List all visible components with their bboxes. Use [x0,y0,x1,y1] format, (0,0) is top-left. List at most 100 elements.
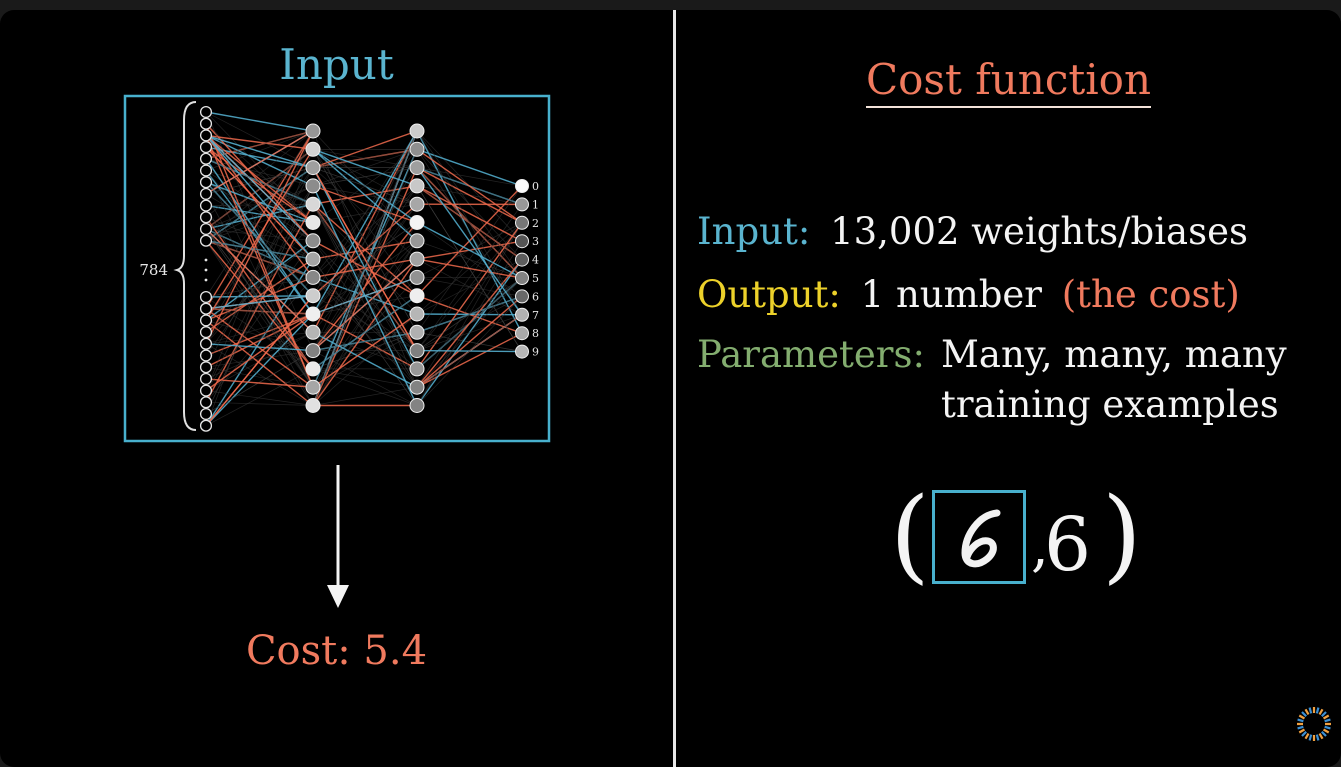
connection-edge [205,240,314,391]
input-neuron [199,372,213,385]
ellipsis-dot [204,258,208,262]
hidden-neuron-2 [409,251,425,267]
comma: , [1031,514,1049,579]
connection-edge [312,368,418,388]
connection-edge [205,295,314,427]
input-neuron [199,199,213,212]
input-value: 13,002 weights/biases [830,210,1248,253]
output-digit-label: 3 [532,235,539,248]
connection-edge [205,134,314,169]
hidden-neuron-2 [409,178,425,194]
hidden-neuron-1 [305,306,321,322]
connection-edge [312,313,418,388]
connection-edge [205,134,314,278]
connection-edge [205,181,314,296]
connection-edge [205,313,314,345]
spinner-tick [1315,707,1320,714]
output-neuron [515,197,529,212]
connection-edge [205,366,314,388]
hidden-neuron-2 [409,123,425,139]
parameters-row: Parameters: Many, many, many [697,333,1287,376]
connection-edge [205,167,314,195]
output-note: (the cost) [1061,273,1240,316]
spinner-tick [1297,718,1304,723]
input-neuron [199,234,213,247]
input-neuron [199,105,213,119]
connection-edge [416,258,523,279]
connection-edge [205,203,314,242]
spinner-tick [1324,725,1331,730]
connection-edge [416,221,523,279]
connection-edge [205,313,314,368]
connection-edge [312,258,418,352]
connection-edge [416,185,523,242]
output-neuron [515,252,529,267]
connection-edge [312,295,418,351]
output-digit-label: 7 [532,309,539,322]
output-neuron [515,326,529,341]
connection-edge [416,314,523,388]
connection-edge [312,185,418,224]
output-neuron [515,215,529,230]
hidden-neuron-2 [409,306,425,322]
input-layer-size-label: 784 [139,261,168,279]
hidden-neuron-1 [305,215,321,230]
connection-edge [205,130,314,345]
connection-edge [205,390,314,406]
input-title: Input [279,40,394,89]
output-neuron [515,344,529,359]
connection-edge [312,185,418,278]
connection-edge [312,130,418,406]
connection-edge [205,228,314,278]
connection-edge [205,193,314,388]
connection-edge [205,193,314,260]
spinner-tick [1301,711,1307,717]
spinner-tick [1304,732,1310,740]
connection-edge [205,308,314,388]
hidden-neuron-2 [409,288,425,304]
input-neuron [199,164,213,177]
connection-edge [205,111,314,132]
output-digit-label: 9 [532,346,539,359]
connection-edge [416,167,523,316]
hidden-neuron-1 [305,379,321,395]
connection-edge [416,166,523,224]
training-example: ( , 6 ) [890,476,1150,606]
connection-edge [205,313,314,357]
down-arrow [327,465,349,608]
hidden-neuron-1 [305,269,321,285]
output-neuron [515,271,529,285]
output-digit-label: 5 [532,272,539,285]
connection-edge [416,222,523,388]
connection-edge [416,277,523,388]
connection-edge [205,378,314,388]
hidden-neuron-2 [409,160,425,176]
spinner-tick [1308,734,1313,741]
connection-edge [205,158,314,187]
connection-edge [205,258,314,427]
cost-function-title: Cost function [676,55,1341,108]
spinner-tick [1301,731,1307,737]
spinner-tick [1318,732,1324,740]
cost-function-title-text: Cost function [865,55,1152,108]
connection-edge [205,185,314,415]
connection-edge [205,158,314,205]
connection-edge [312,148,418,168]
input-neuron [199,384,213,397]
ellipsis-dot [204,278,208,282]
connection-edge [416,296,523,333]
connection-edge [312,167,418,351]
hidden-neuron-2 [409,343,425,359]
connection-edge [205,401,314,406]
connection-edge [312,203,418,297]
close-paren: ) [1102,476,1142,595]
spinner-tick [1315,734,1320,741]
connection-edge [416,222,523,370]
connection-edge [205,111,314,351]
connection-edge [312,240,418,388]
hidden-neuron-1 [305,251,321,267]
hidden-neuron-2 [409,379,425,395]
input-neuron [199,419,213,432]
connection-edge [416,185,523,260]
